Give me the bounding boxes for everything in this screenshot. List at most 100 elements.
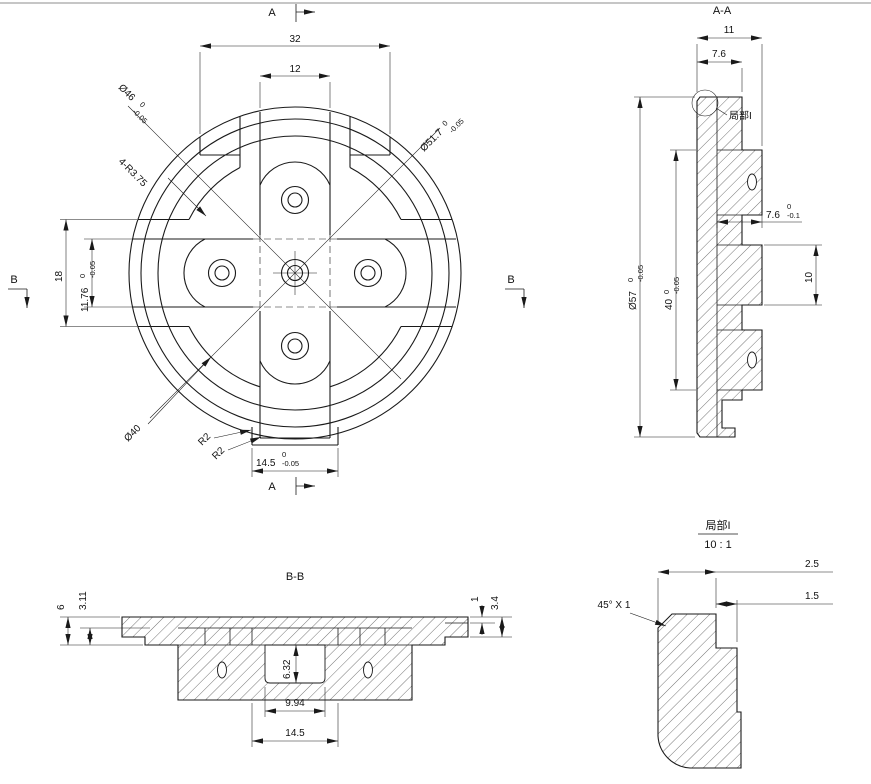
outer-diameter-circle	[128, 106, 462, 440]
dim-76-right-tol-hi: 0	[787, 202, 791, 211]
dim-18: 18	[54, 219, 137, 327]
detail-callout-circle	[691, 89, 719, 117]
section-bb-center-slot	[264, 644, 326, 684]
dim-r375: 4-R3.75	[116, 156, 149, 189]
dim-76-right-tol-lo: -0.1	[787, 211, 800, 220]
dim-6-text: 6	[56, 604, 67, 610]
dim-10-text: 10	[804, 271, 815, 283]
hole-top-inner	[287, 192, 303, 208]
hole-pocket-arcs	[183, 161, 407, 385]
dim-34-text: 3.4	[490, 596, 501, 610]
dim-145-tol-lo: -0.05	[282, 459, 299, 468]
section-letter-b-right: B	[507, 274, 514, 286]
detail-callout-label: 局部I	[729, 109, 752, 122]
dim-632: 6.32	[282, 645, 299, 683]
section-aa-profile	[696, 96, 763, 438]
section-aa-view: A-A 局部I 11 7.6	[626, 5, 822, 438]
section-marker-a-bottom: A	[268, 477, 315, 495]
hole-right-inner	[360, 265, 376, 281]
dim-d517-tol-hi: 0	[440, 119, 449, 128]
hole-right-outer	[353, 258, 383, 288]
detail-view: 局部I 10 : 1 2.5 1.5 45° X 1	[598, 518, 833, 769]
r2-leader-2	[227, 436, 262, 451]
dim-145-value: 14.5	[256, 458, 276, 469]
dim-d40-text: Ø40	[122, 423, 143, 444]
hole-left-inner	[214, 265, 230, 281]
dim-25-text: 2.5	[805, 559, 819, 570]
dim-d57: Ø57 0 -0.05	[626, 96, 695, 438]
diameter-leader-lines	[127, 105, 441, 419]
detail-profile	[657, 613, 742, 769]
section-aa-internal-edges	[716, 97, 742, 437]
dim-6: 6	[56, 604, 143, 646]
dim-12: 12	[259, 64, 331, 108]
slot-mouth-steps	[138, 116, 452, 328]
dim-d40: Ø40	[122, 423, 143, 444]
hole-top-outer	[280, 185, 310, 215]
dim-d46-value: Ø46	[116, 82, 137, 103]
clover-leaf-arcs	[188, 167, 402, 388]
section-bb-view: B-B 6	[56, 571, 512, 747]
r375-leader	[167, 177, 207, 217]
dim-76-top-text: 7.6	[712, 49, 726, 60]
detail-callout-leader	[715, 107, 728, 116]
dim-40: 40 0 -0.05	[662, 149, 696, 391]
section-aa-hole-top	[747, 173, 757, 191]
dim-994: 9.94	[264, 687, 326, 717]
dim-1176-value: 11.76	[80, 287, 91, 312]
section-aa-title: A-A	[713, 5, 732, 17]
hole-left-outer	[207, 258, 237, 288]
dim-12-text: 12	[289, 64, 301, 75]
dim-11: 11	[696, 25, 763, 146]
dim-15-text: 1.5	[805, 591, 819, 602]
section-letter-b-left: B	[10, 274, 17, 286]
dim-34: 3.4	[470, 596, 512, 638]
dim-15: 1.5	[716, 591, 833, 642]
dim-10: 10	[764, 244, 822, 306]
dim-18-text: 18	[54, 270, 65, 282]
section-bb-hole-right	[363, 661, 373, 679]
dim-r2b-text: R2	[210, 445, 227, 462]
dim-r2a-text: R2	[196, 431, 213, 448]
dim-145-bb: 14.5	[251, 703, 339, 747]
dim-311: 3.11	[78, 591, 150, 645]
dim-d517-value: Ø51.7	[418, 127, 445, 154]
dim-40-value: 40	[664, 298, 675, 310]
hole-bottom-inner	[287, 338, 303, 354]
dim-d46: Ø46 0 -0.05	[116, 82, 149, 125]
dim-76-top: 7.6	[697, 49, 743, 92]
hole-bottom-outer	[280, 331, 310, 361]
dim-d57-tol-hi: 0	[626, 278, 635, 282]
dim-76-right-value: 7.6	[766, 210, 780, 221]
detail-title: 局部I	[705, 518, 730, 532]
dim-1176-tol-lo: -0.05	[88, 261, 97, 278]
rim-step-circle	[140, 118, 450, 428]
dim-r375-text: 4-R3.75	[116, 156, 149, 189]
section-marker-a-top: A	[268, 4, 315, 22]
dim-d517-tol-lo: -0.05	[447, 117, 465, 135]
dim-r2a: R2	[196, 431, 213, 448]
dim-d57-value: Ø57	[628, 291, 639, 310]
d40-leader	[147, 356, 212, 425]
section-marker-b-left: B	[8, 274, 30, 308]
dim-d517: Ø51.7 0 -0.05	[418, 117, 465, 155]
dim-11-text: 11	[724, 25, 735, 36]
bolt-holes	[207, 185, 383, 361]
dim-32: 32	[199, 34, 391, 134]
section-bb-internal-edges	[178, 622, 468, 646]
section-aa-hole-bottom	[747, 351, 757, 369]
dim-d57-tol-lo: -0.05	[636, 265, 645, 282]
dim-994-text: 9.94	[285, 698, 305, 709]
section-letter-a-top: A	[268, 7, 276, 19]
section-marker-b-right: B	[505, 274, 527, 308]
dim-r2b: R2	[210, 445, 227, 462]
chamfer-leader	[629, 612, 667, 627]
section-bb-title: B-B	[286, 571, 304, 583]
section-letter-a-bottom: A	[268, 481, 276, 493]
dim-40-tol-hi: 0	[662, 290, 671, 294]
dim-76-right: 7.6 -0.1 0	[716, 202, 802, 228]
dim-1176-tol-hi: 0	[78, 274, 87, 278]
dim-40-tol-lo: -0.05	[672, 277, 681, 294]
